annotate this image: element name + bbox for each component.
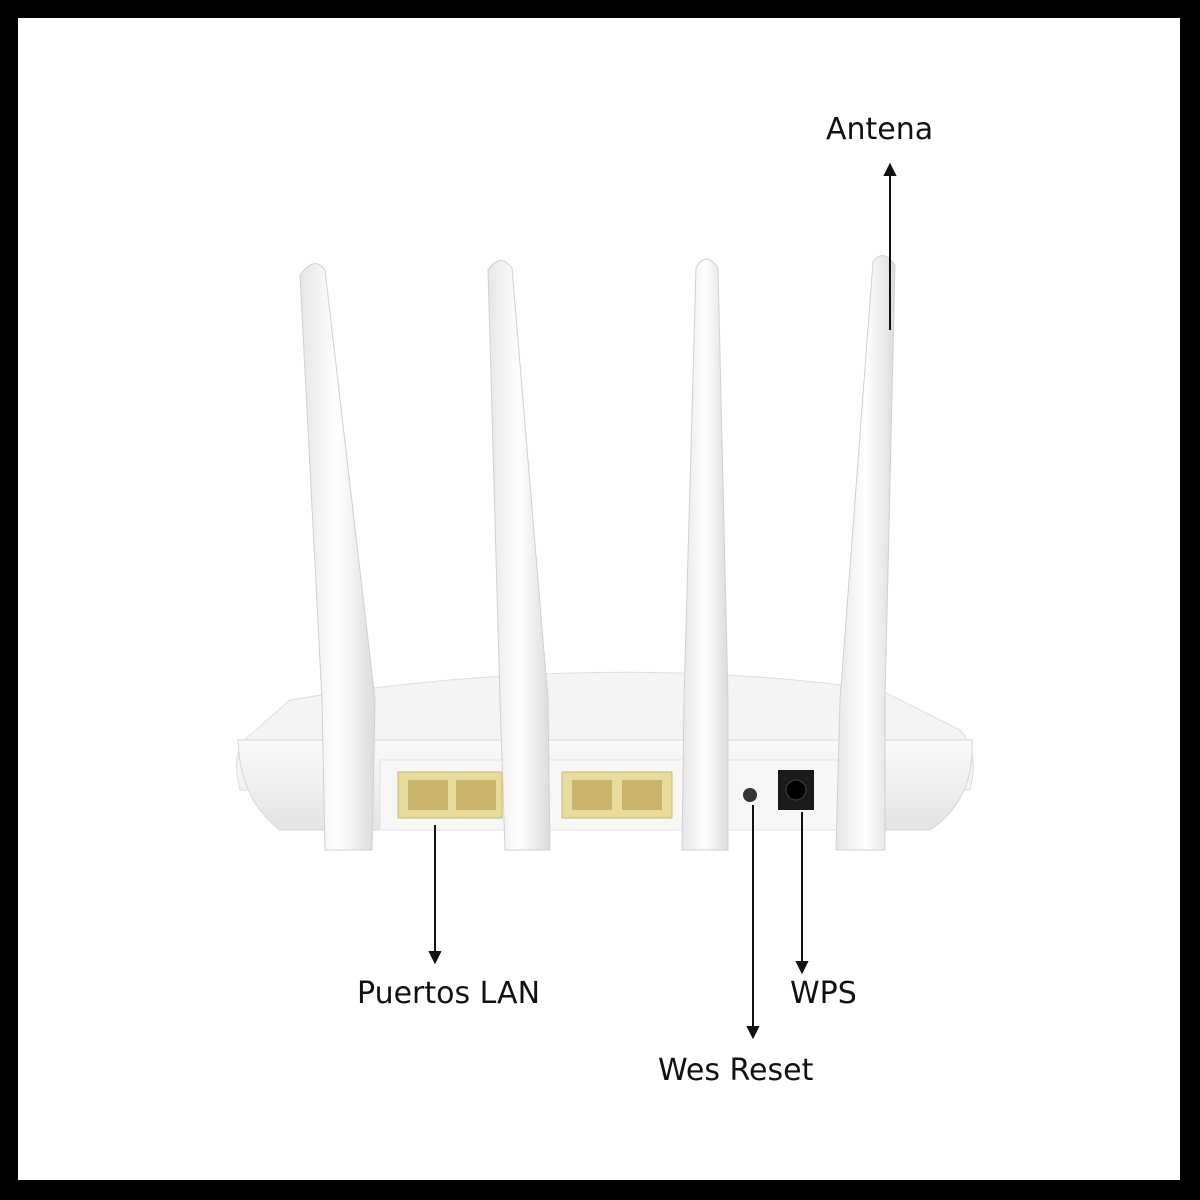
reset-button (743, 788, 757, 802)
antennas (299, 255, 896, 851)
reset-label: Wes Reset (658, 1053, 814, 1088)
diagram-frame (18, 18, 1180, 1180)
callout-arrows (428, 162, 897, 1040)
power-jack (778, 770, 814, 810)
lan-ports-label: Puertos LAN (357, 976, 541, 1011)
antenna-label: Antena (826, 112, 934, 147)
lan-ports (397, 771, 673, 819)
wps-label: WPS (790, 976, 857, 1011)
